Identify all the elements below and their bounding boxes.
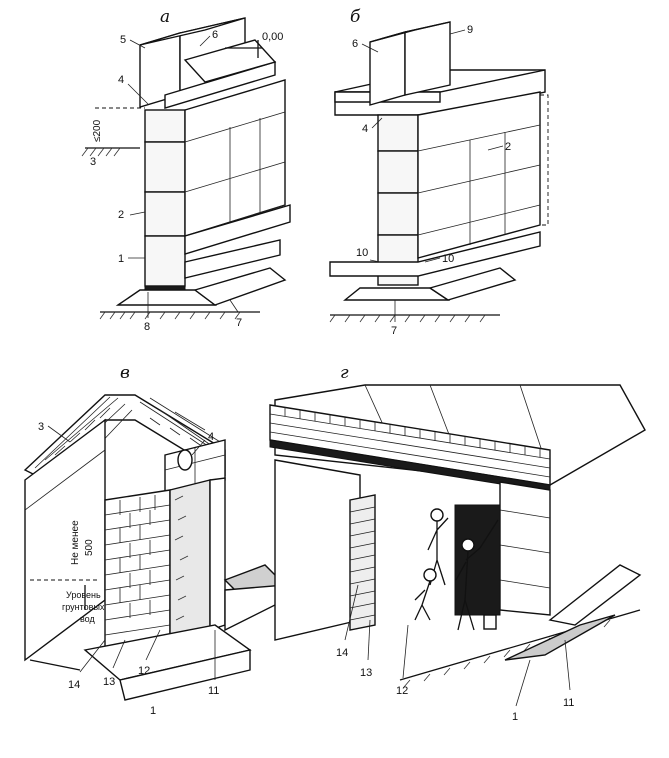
num-g-12: 12 [396,685,408,697]
num-g-14: 14 [336,647,348,659]
num-v-13: 13 [103,676,115,688]
num-v-11: 11 [208,685,219,697]
panel-v-letter: в [120,363,130,383]
num-a-1: 1 [118,253,124,265]
num-b-2: 2 [505,141,511,153]
num-g-11: 11 [563,697,574,709]
num-a-7: 7 [236,317,242,329]
panel-b: б 6 9 4 2 10 10 7 [329,7,549,337]
num-a-4: 4 [118,74,124,86]
panel-v: в Не менее 500 Уровень грунтовых вод [23,363,291,717]
min-label: Не менее [70,520,81,565]
panel-a: а 0,00 ≤200 [81,7,291,333]
num-b-9: 9 [467,24,473,36]
worker-figures [414,508,499,631]
num-b-6: 6 [352,38,358,50]
num-a-6: 6 [212,29,218,41]
level-label-1: Уровень [66,590,101,600]
depth-dimension: ≤200 [92,119,103,142]
panel-a-letter: а [160,7,170,27]
num-a-8: 8 [144,321,150,333]
num-v-3: 3 [38,421,44,433]
num-g-13: 13 [360,667,372,679]
level-label-2: грунтовых [62,602,105,612]
level-label-3: вод [80,614,95,624]
num-a-3: 3 [90,156,96,168]
panel-b-letter: б [350,7,361,27]
elevation-label: 0,00 [262,31,283,43]
num-v-4: 4 [208,431,214,443]
num-a-2: 2 [118,209,124,221]
num-b-10b: 10 [442,253,454,265]
panel-g-letter: г [340,363,349,383]
num-g-1: 1 [512,711,518,723]
num-b-10a: 10 [356,247,368,259]
num-b-7: 7 [391,325,397,337]
num-v-12: 12 [138,665,150,677]
min-value: 500 [84,539,95,556]
num-v-1: 1 [150,705,156,717]
panel-g: г [269,363,646,723]
num-v-14: 14 [68,679,80,691]
wall-column-b [377,114,419,286]
num-b-4: 4 [362,123,368,135]
wall-column-a [144,109,186,287]
num-a-5: 5 [120,34,126,46]
